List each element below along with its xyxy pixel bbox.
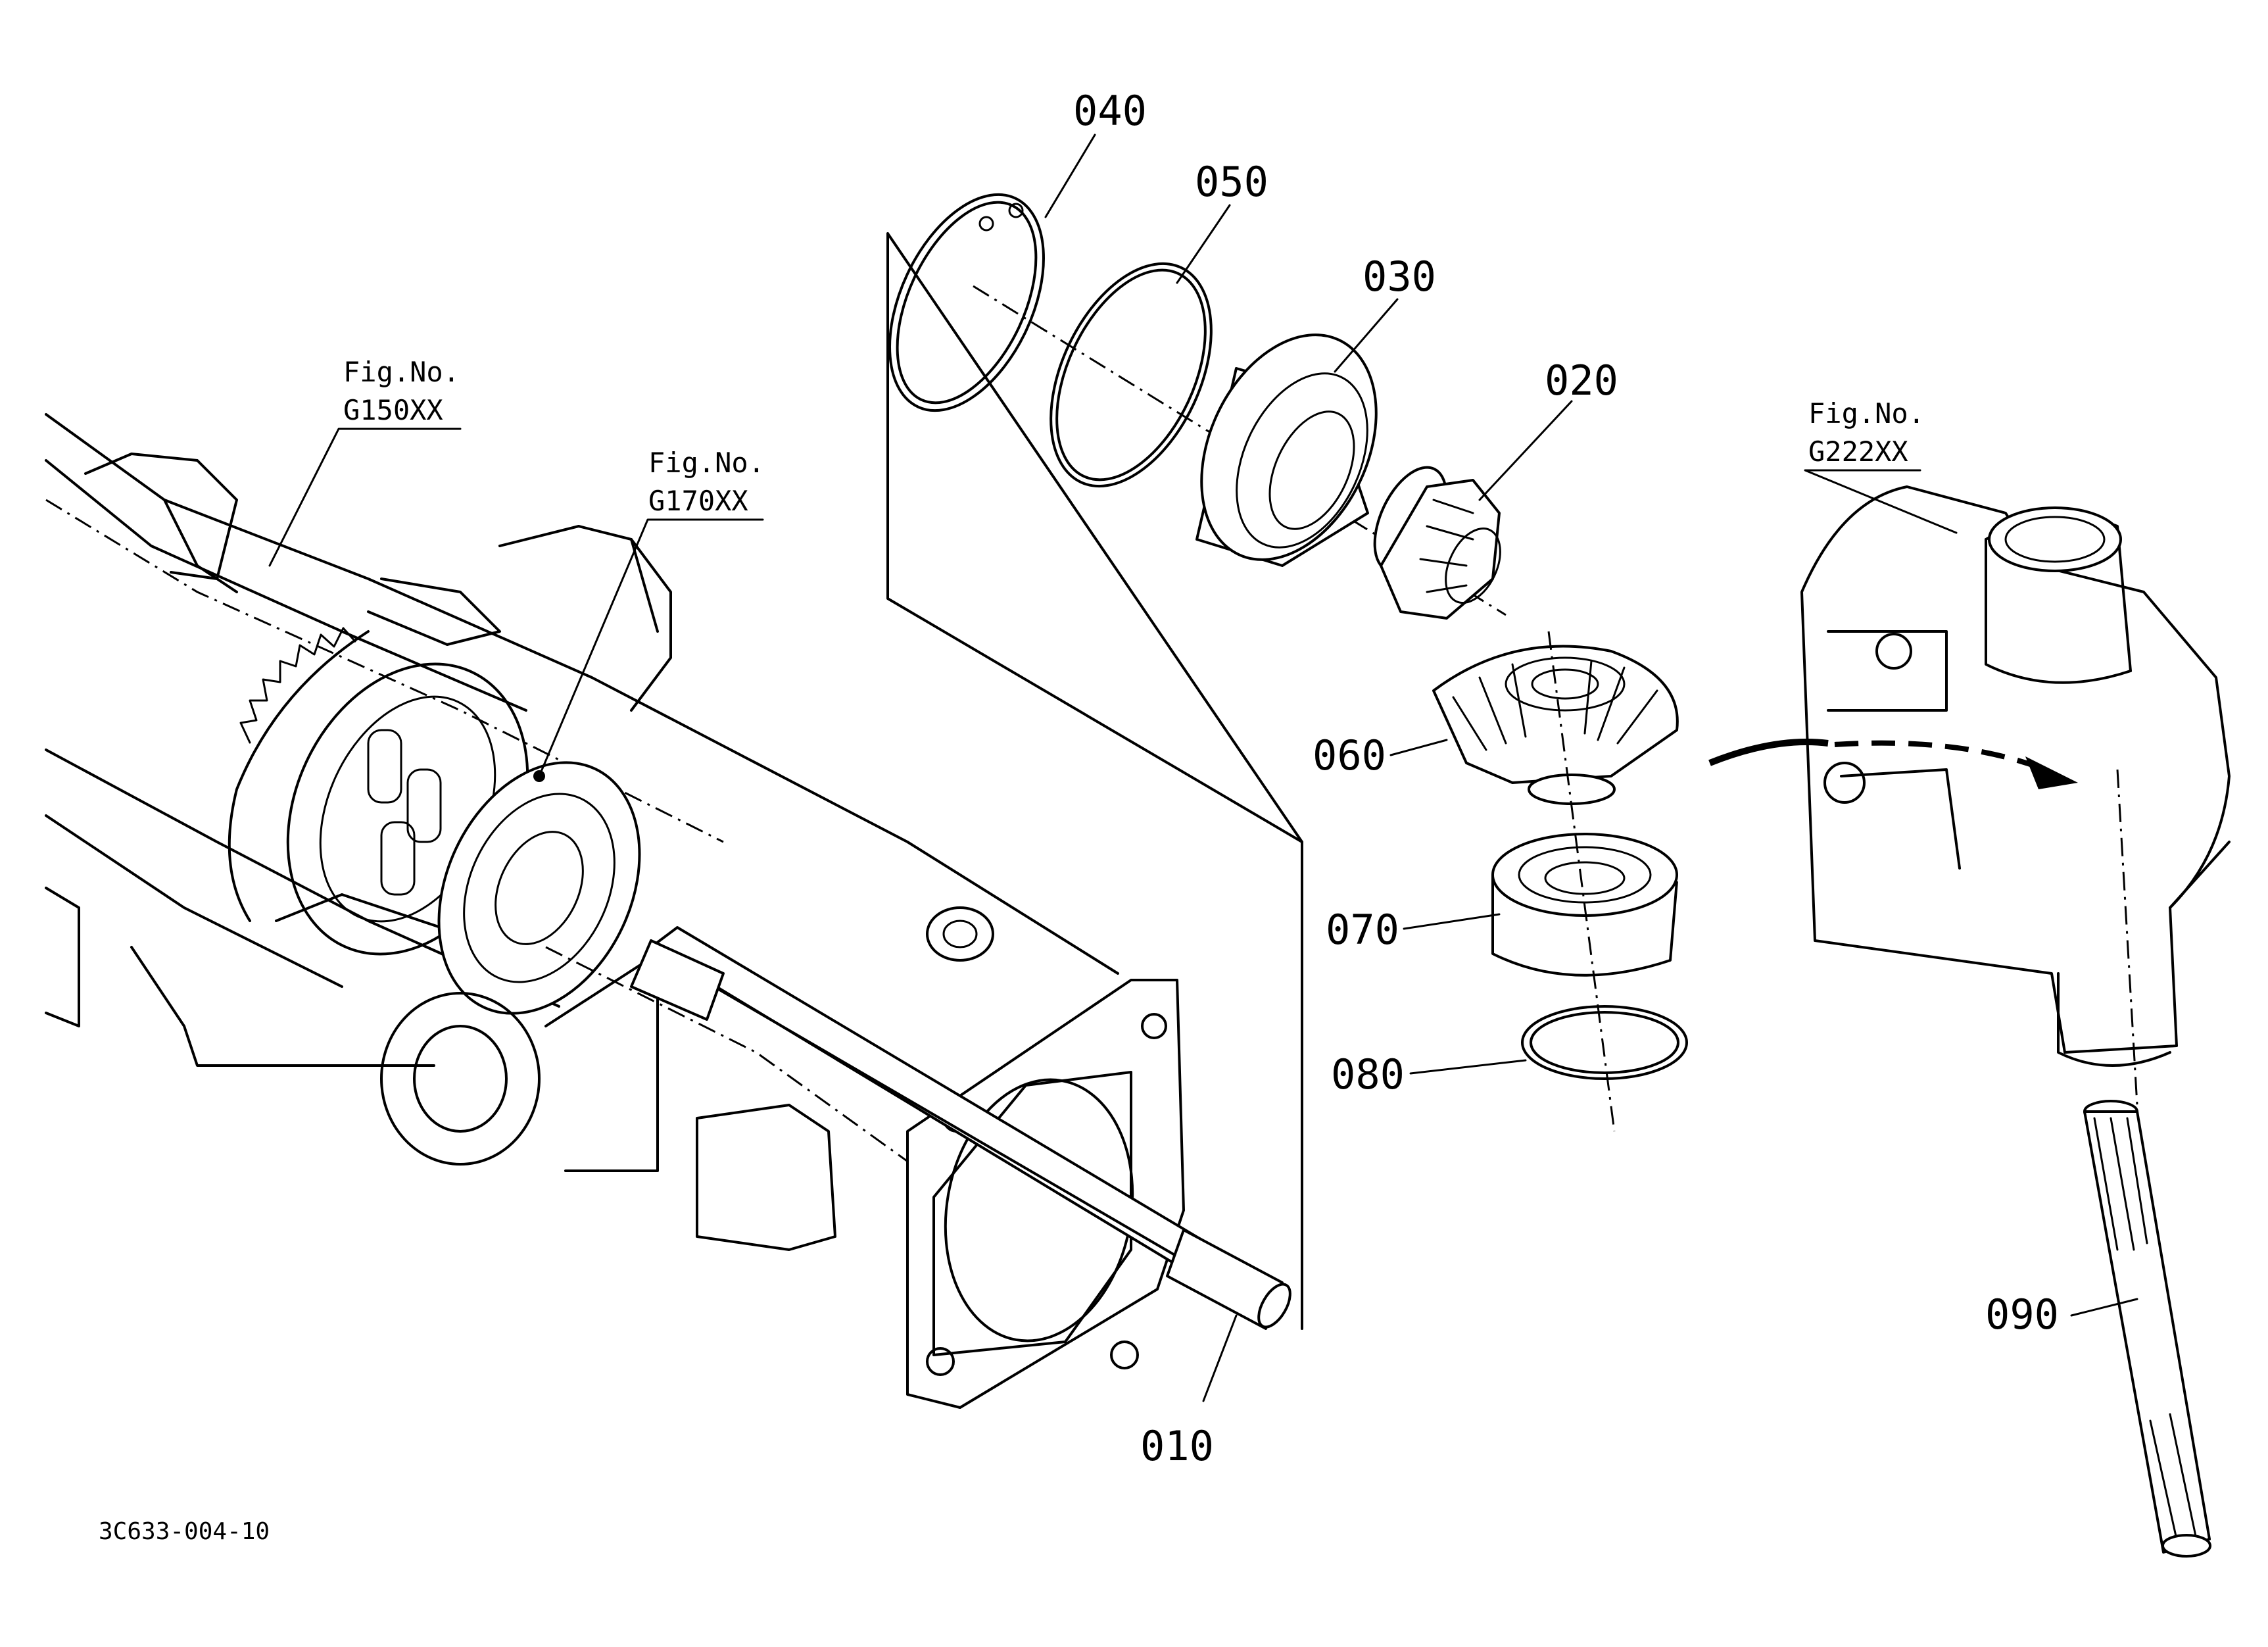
callout-030: 030 <box>1363 253 1436 301</box>
transmission-housing <box>45 413 1119 1251</box>
callout-090: 090 <box>1985 1291 2059 1339</box>
callout-020: 020 <box>1545 356 1618 405</box>
gear-case-housing <box>1800 485 2231 1067</box>
part-090-shaft <box>2083 769 2211 1558</box>
fig-ref-g170-number: G170XX <box>648 485 748 517</box>
fig-ref-g150-number: G150XX <box>343 394 443 426</box>
callout-010: 010 <box>1140 1422 1214 1470</box>
part-040-circlip <box>888 193 1045 412</box>
leader-lines <box>268 134 2138 1402</box>
part-010-shaft <box>630 926 1291 1330</box>
part-050-ring <box>1050 262 1213 488</box>
callout-040: 040 <box>1073 87 1147 135</box>
assembly-direction-arrow <box>1708 739 2078 789</box>
callout-060: 060 <box>1313 731 1386 779</box>
vertical-axis-line <box>1547 631 1616 1132</box>
callout-080: 080 <box>1331 1050 1405 1098</box>
part-080-shim <box>1521 1005 1688 1080</box>
fig-ref-g222-number: G222XX <box>1808 435 1908 468</box>
part-070-bearing <box>1491 833 1678 977</box>
part-060-bevel-gear <box>1432 645 1679 805</box>
callout-050: 050 <box>1195 158 1268 206</box>
fig-ref-g150-label: Fig.No. <box>343 356 460 388</box>
fig-ref-g170-label: Fig.No. <box>648 447 765 479</box>
housing-flange <box>906 979 1185 1409</box>
part-030-bearing <box>1195 333 1378 567</box>
part-020-pinion <box>1373 466 1501 620</box>
callout-070: 070 <box>1326 906 1399 954</box>
fig-ref-g222-label: Fig.No. <box>1808 397 1925 430</box>
drawing-code: 3C633-004-10 <box>99 1518 270 1545</box>
exploded-view-frame <box>886 232 1303 1330</box>
